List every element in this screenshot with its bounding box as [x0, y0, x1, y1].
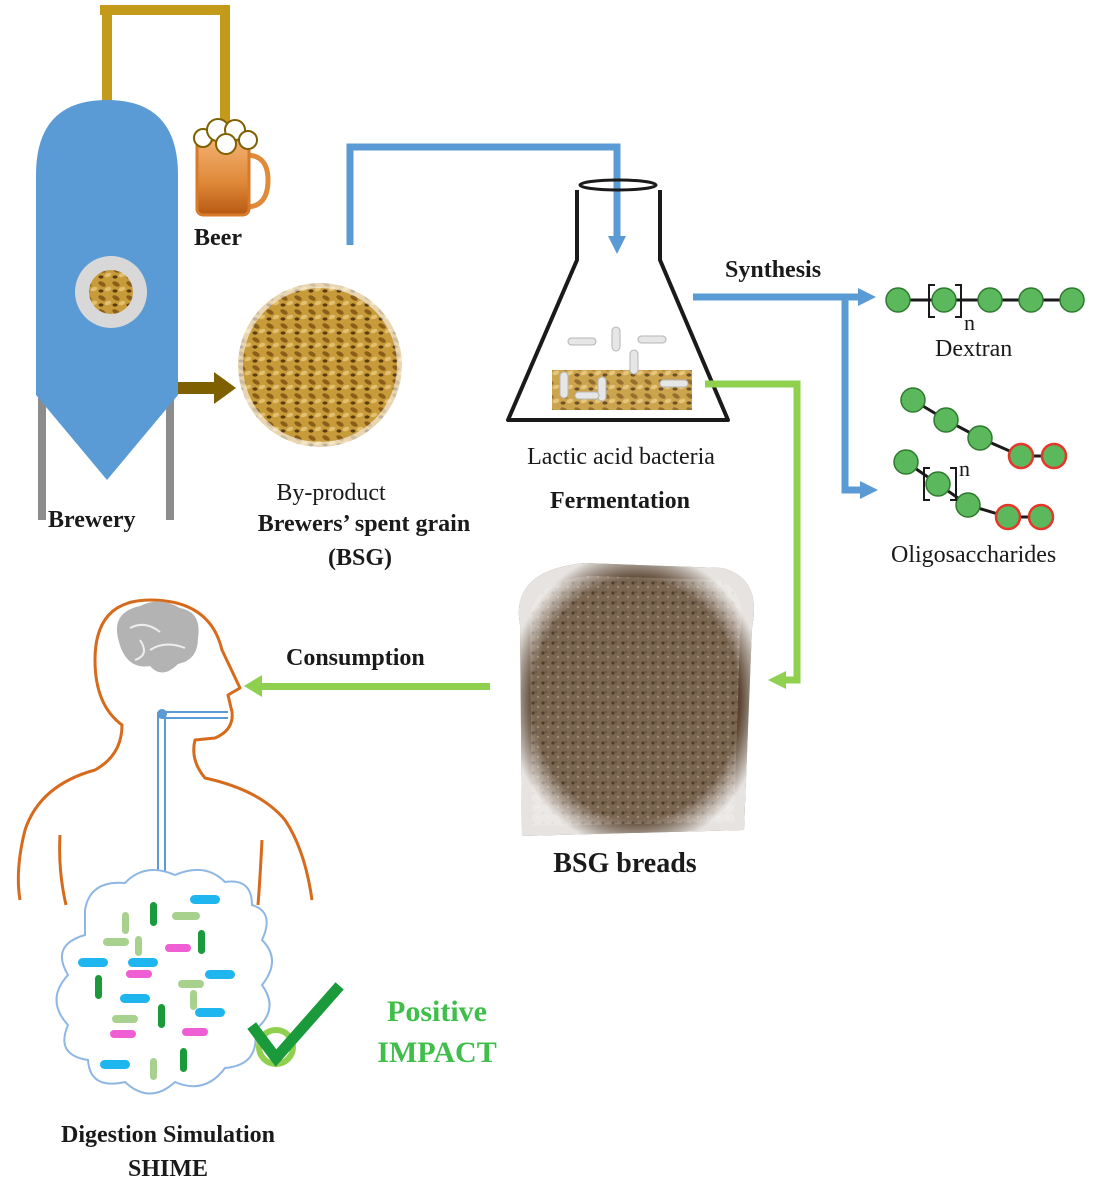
green-arrow-consumption	[244, 675, 490, 697]
beer-label: Beer	[194, 225, 242, 251]
dextran-label: Dextran	[935, 336, 1013, 362]
byproduct-label: By-product	[276, 480, 386, 506]
oligosaccharide-chain-1	[900, 387, 1068, 470]
beer-pipe	[100, 5, 230, 125]
dextran-chain	[885, 284, 1085, 318]
oligosaccharides-label: Oligosaccharides	[891, 542, 1057, 568]
bsg-name-label: Brewers’ spent grain	[257, 511, 471, 537]
spent-grain-pile-icon	[233, 278, 407, 452]
bsg-breads-label: BSG breads	[553, 848, 697, 879]
oligosaccharide-chain-2	[893, 449, 1055, 531]
digestion-label-line1: Digestion Simulation	[60, 1122, 276, 1148]
synthesis-label: Synthesis	[725, 257, 822, 283]
tank-leg-right	[166, 390, 174, 520]
blue-arrow-synthesis	[693, 293, 862, 494]
digestion-label-line2: SHIME	[127, 1156, 208, 1182]
fermentation-label: Fermentation	[550, 488, 690, 514]
checkmark-icon	[247, 982, 344, 1067]
beer-mug-icon	[193, 118, 271, 217]
tank-leg-left	[38, 390, 46, 520]
positive-label-line1: Positive	[387, 995, 487, 1028]
oligo-repeat-n: n	[959, 456, 970, 481]
bread-slice-icon	[518, 563, 754, 836]
gut-microbiota-icon	[55, 868, 273, 1095]
consumption-label: Consumption	[286, 645, 425, 671]
human-silhouette-icon	[16, 598, 314, 906]
lab-label: Lactic acid bacteria	[527, 444, 715, 470]
blue-arrow-to-flask	[346, 143, 621, 245]
green-arrow-to-bread	[705, 380, 801, 684]
brewery-label: Brewery	[48, 507, 136, 533]
erlenmeyer-flask-icon	[506, 178, 730, 422]
positive-label-line2: IMPACT	[377, 1036, 497, 1069]
esophagus	[157, 709, 228, 880]
dextran-repeat-n: n	[964, 310, 975, 335]
brain-icon	[116, 601, 199, 673]
bsg-abbr-label: (BSG)	[327, 545, 392, 571]
brown-arrow	[178, 372, 236, 404]
brewery-tank-icon	[36, 5, 230, 520]
